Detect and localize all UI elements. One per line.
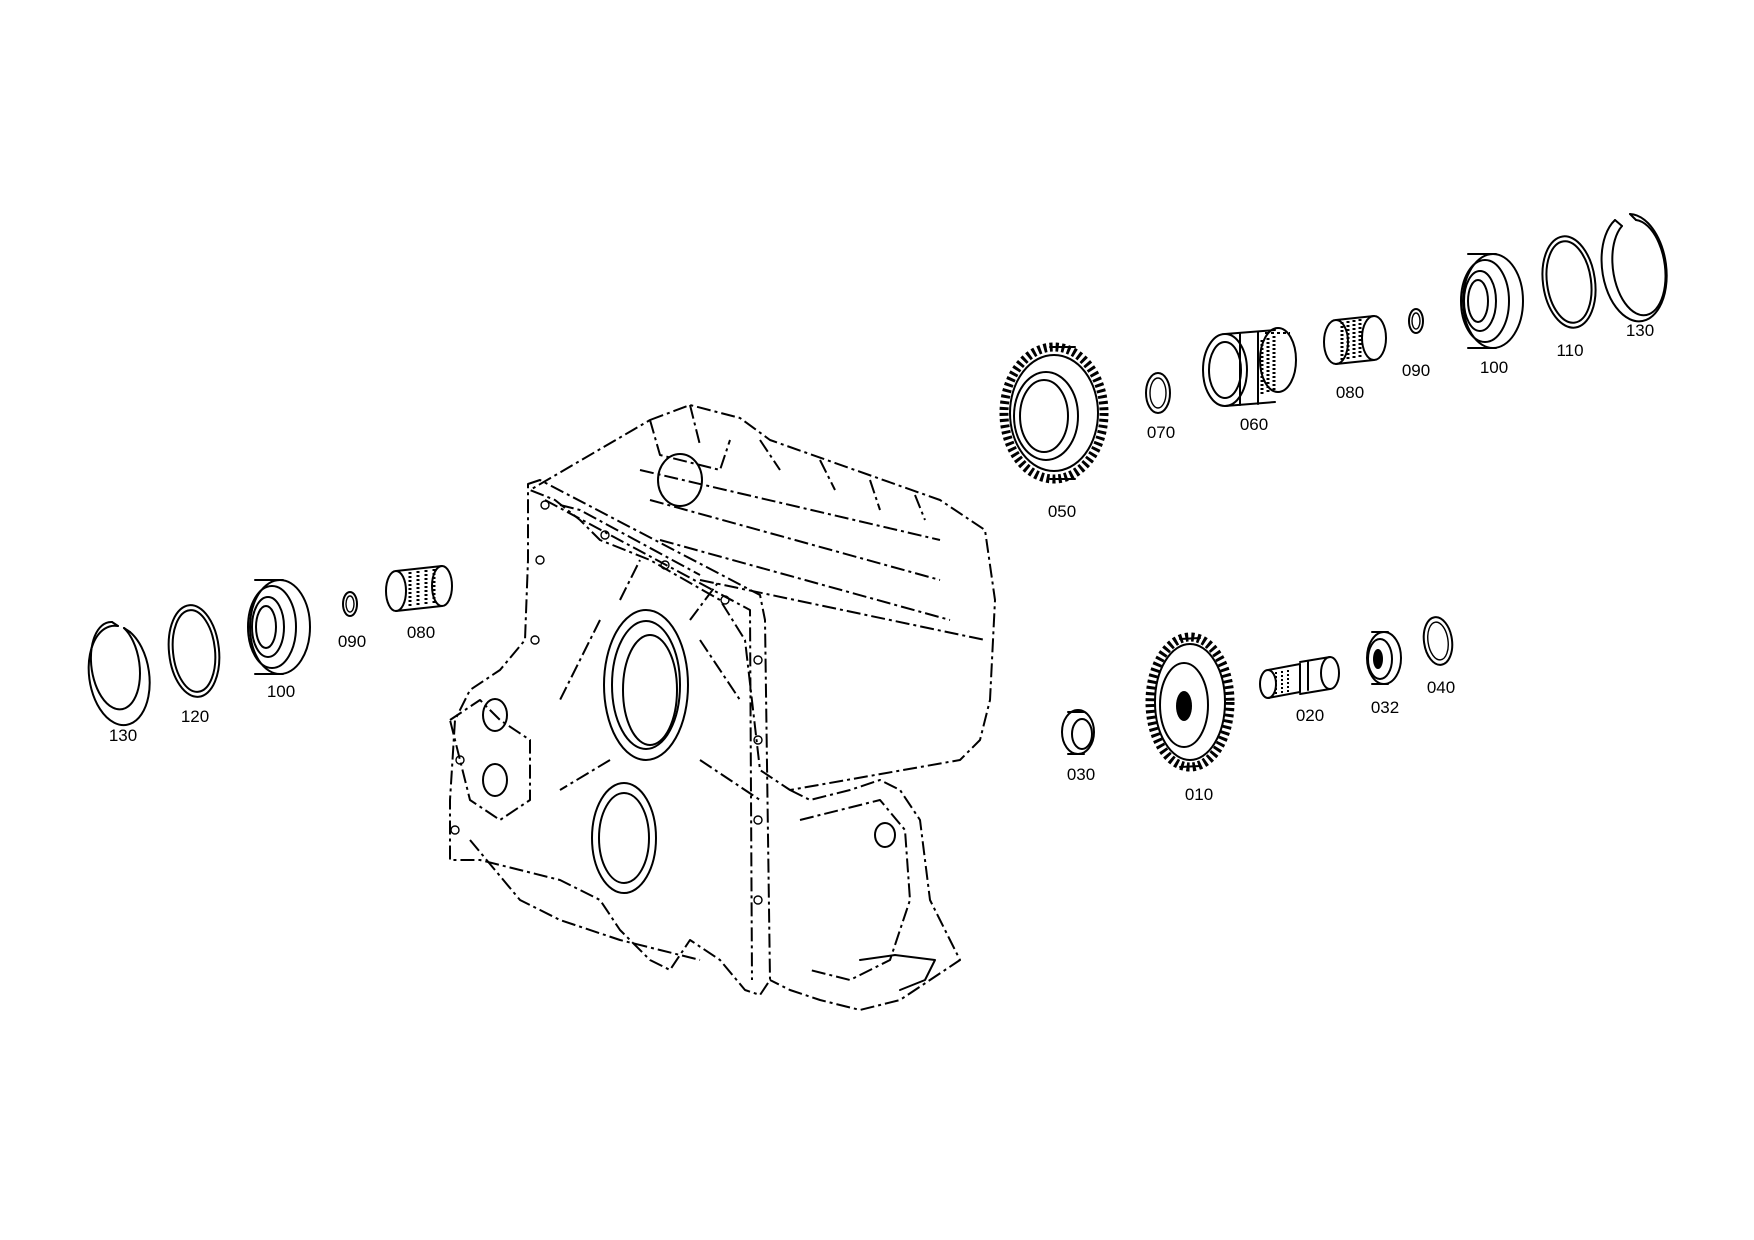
part-050-gear: 050 (999, 342, 1109, 521)
label-100-right: 100 (1480, 358, 1508, 377)
part-070-ring: 070 (1145, 372, 1175, 442)
part-030-seal: 030 (1061, 709, 1095, 784)
label-070: 070 (1147, 423, 1175, 442)
part-110-ring: 110 (1541, 235, 1597, 360)
part-130-snap-ring: 130 (87, 620, 151, 745)
part-100-bearing: 100 (1460, 253, 1524, 377)
label-130-left: 130 (109, 726, 137, 745)
part-100-bearing: 100 (247, 579, 311, 701)
label-040: 040 (1427, 678, 1455, 697)
part-120-ring: 120 (167, 604, 221, 726)
flange-bolt-holes (450, 500, 763, 905)
part-080-needle-bearing: 080 (1323, 315, 1387, 402)
label-060: 060 (1240, 415, 1268, 434)
label-110: 110 (1556, 341, 1583, 360)
part-020-shaft: 020 (1259, 656, 1340, 725)
label-010: 010 (1185, 785, 1213, 804)
part-010-gear: 010 (1145, 632, 1235, 804)
part-040-ring: 040 (1422, 616, 1455, 697)
label-100-left: 100 (267, 682, 295, 701)
label-120: 120 (181, 707, 209, 726)
label-080-left: 080 (407, 623, 435, 642)
part-130-snap-ring: 130 (1600, 213, 1668, 340)
transmission-housing (449, 404, 996, 1011)
label-080-right: 080 (1336, 383, 1364, 402)
part-090-ring: 090 (1402, 308, 1430, 380)
label-090-left: 090 (338, 632, 366, 651)
part-032-bearing: 032 (1366, 631, 1402, 717)
label-090-right: 090 (1402, 361, 1430, 380)
label-020: 020 (1296, 706, 1324, 725)
label-030: 030 (1067, 765, 1095, 784)
part-060-sleeve: 060 (1202, 327, 1297, 434)
label-032: 032 (1371, 698, 1399, 717)
part-090-ring: 090 (338, 591, 366, 651)
label-130-right: 130 (1626, 321, 1654, 340)
part-080-needle-bearing: 080 (385, 565, 453, 642)
label-050: 050 (1048, 502, 1076, 521)
